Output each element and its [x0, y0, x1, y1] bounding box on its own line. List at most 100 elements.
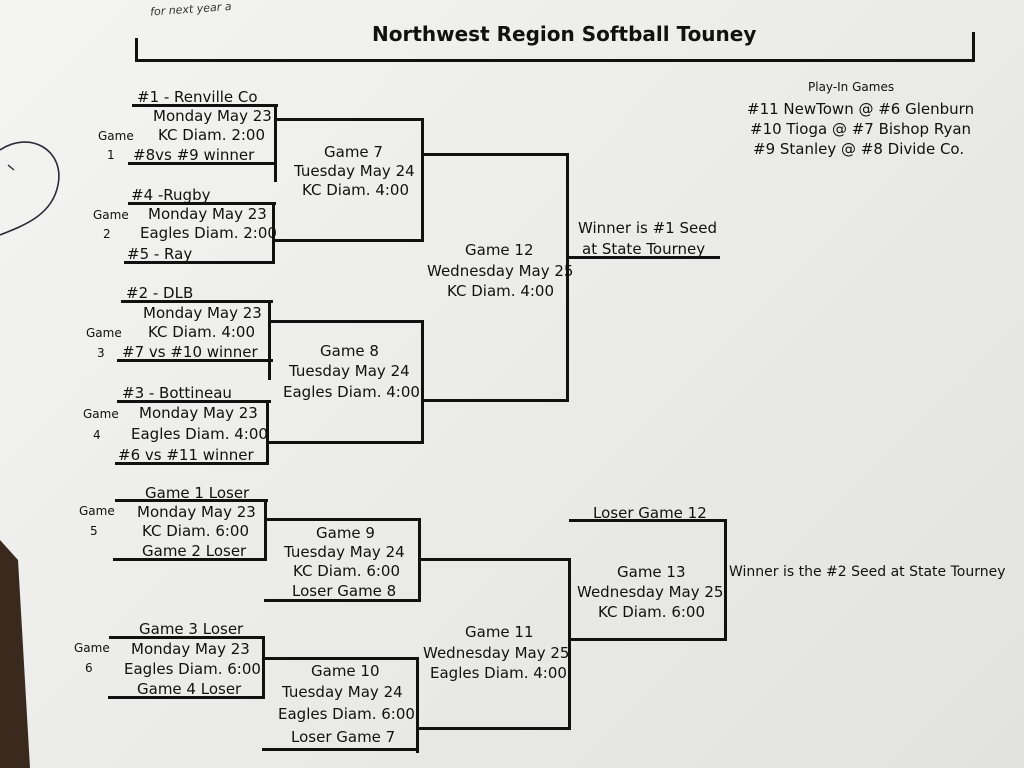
- game3-team-b: #7 vs #10 winner: [122, 343, 258, 361]
- play-in-game-1: #11 NewTown @ #6 Glenburn: [747, 100, 975, 118]
- play-in-game-2: #10 Tioga @ #7 Bishop Ryan: [750, 120, 972, 138]
- game4-game-word: Game: [83, 407, 119, 421]
- game8-label: Game 8: [320, 342, 379, 360]
- game1-day: Monday May 23: [153, 107, 272, 125]
- game11-label: Game 11: [465, 623, 534, 641]
- game2-bottom-line: [124, 261, 274, 264]
- game11-right-line: [568, 558, 571, 730]
- game12-day: Wednesday May 25: [427, 262, 574, 280]
- game7-top-line: [274, 118, 424, 121]
- title-right-tick: [972, 32, 975, 62]
- game3-bottom-line: [117, 359, 273, 362]
- game2-day: Monday May 23: [148, 205, 267, 223]
- game8-bottom-line: [266, 441, 424, 444]
- game5-right-line: [264, 499, 267, 561]
- game2-place: Eagles Diam. 2:00: [140, 224, 277, 242]
- game3-game-word: Game: [86, 326, 122, 340]
- game6-team-a: Game 3 Loser: [139, 620, 244, 638]
- game12-place: KC Diam. 4:00: [447, 282, 554, 300]
- game13-place: KC Diam. 6:00: [598, 603, 705, 621]
- game3-team-a: #2 - DLB: [126, 284, 194, 302]
- torn-note-fragment: for next year a: [149, 0, 232, 19]
- game6-day: Monday May 23: [131, 640, 250, 658]
- game7-right-line: [421, 118, 424, 242]
- game4-team-b: #6 vs #11 winner: [118, 446, 254, 464]
- game4-bottom-line: [115, 462, 269, 465]
- play-in-heading: Play-In Games: [808, 80, 895, 94]
- game9-right-line: [418, 518, 421, 602]
- winner1-line2: at State Tourney: [582, 240, 706, 258]
- game7-place: KC Diam. 4:00: [302, 181, 409, 199]
- game4-top-line: [117, 400, 271, 403]
- game13-top-line: [569, 519, 727, 522]
- game10-right-line: [416, 657, 419, 753]
- game12-top-line: [424, 153, 569, 156]
- game4-team-a: #3 - Bottineau: [122, 384, 232, 402]
- game5-day: Monday May 23: [137, 503, 256, 521]
- game2-right-line: [272, 202, 275, 264]
- game6-game-word: Game: [74, 641, 110, 655]
- game8-right-line: [421, 320, 424, 444]
- game3-number: 3: [97, 346, 105, 360]
- game11-top-line: [421, 558, 571, 561]
- game3-day: Monday May 23: [143, 304, 262, 322]
- game12-right-line: [566, 153, 569, 402]
- game13-bottom-line: [571, 638, 727, 641]
- game1-number: 1: [107, 148, 115, 162]
- game8-place: Eagles Diam. 4:00: [283, 383, 420, 401]
- play-in-game-3: #9 Stanley @ #8 Divide Co.: [753, 140, 965, 158]
- game7-day: Tuesday May 24: [294, 162, 415, 180]
- game1-right-line: [274, 104, 277, 182]
- game2-number: 2: [103, 227, 111, 241]
- game10-top-line: [262, 657, 419, 660]
- page-title: Northwest Region Softball Touney: [372, 22, 757, 46]
- game6-number: 6: [85, 661, 93, 675]
- game9-place: KC Diam. 6:00: [293, 562, 400, 580]
- game4-number: 4: [93, 428, 101, 442]
- game12-bottom-line: [424, 399, 569, 402]
- game6-right-line: [262, 636, 265, 699]
- pen-scribble: [0, 141, 60, 236]
- game11-bottom-line: [419, 727, 571, 730]
- game7-bottom-line: [272, 239, 424, 242]
- game8-day: Tuesday May 24: [289, 362, 410, 380]
- game13-label: Game 13: [617, 563, 686, 581]
- game5-number: 5: [90, 524, 98, 538]
- game1-place: KC Diam. 2:00: [158, 126, 265, 144]
- game10-bottom-line: [262, 748, 419, 751]
- game11-day: Wednesday May 25: [423, 644, 570, 662]
- game1-team-b: #8vs #9 winner: [133, 146, 255, 164]
- game9-day: Tuesday May 24: [284, 543, 405, 561]
- game10-place: Eagles Diam. 6:00: [278, 705, 415, 723]
- game2-team-a: #4 -Rugby: [131, 186, 211, 204]
- game7-label: Game 7: [324, 143, 383, 161]
- game6-bottom-line: [108, 696, 265, 699]
- game3-right-line: [268, 300, 271, 380]
- game6-team-b: Game 4 Loser: [137, 680, 242, 698]
- title-underline: [135, 59, 975, 62]
- game12-label: Game 12: [465, 241, 534, 259]
- game6-place: Eagles Diam. 6:00: [124, 660, 261, 678]
- game2-game-word: Game: [93, 208, 129, 222]
- game5-team-b: Game 2 Loser: [142, 542, 247, 560]
- game1-top-line: [132, 104, 278, 107]
- game9-bottom-line: [264, 599, 421, 602]
- game5-team-a: Game 1 Loser: [145, 484, 250, 502]
- game6-top-line: [109, 636, 265, 639]
- game13-day: Wednesday May 25: [577, 583, 724, 601]
- game13-top-team: Loser Game 12: [593, 504, 707, 522]
- winner1-line1: Winner is #1 Seed: [578, 219, 717, 237]
- game4-day: Monday May 23: [139, 404, 258, 422]
- game5-place: KC Diam. 6:00: [142, 522, 249, 540]
- game9-top-line: [264, 518, 421, 521]
- winner1-line: [569, 256, 720, 259]
- game9-opponent: Loser Game 8: [292, 582, 397, 600]
- game5-top-line: [115, 499, 268, 502]
- game4-place: Eagles Diam. 4:00: [131, 425, 268, 443]
- game5-game-word: Game: [79, 504, 115, 518]
- game4-right-line: [266, 400, 269, 465]
- game5-bottom-line: [113, 558, 266, 561]
- game10-day: Tuesday May 24: [282, 683, 403, 701]
- game10-opponent: Loser Game 7: [291, 728, 396, 746]
- game2-team-b: #5 - Ray: [127, 245, 193, 263]
